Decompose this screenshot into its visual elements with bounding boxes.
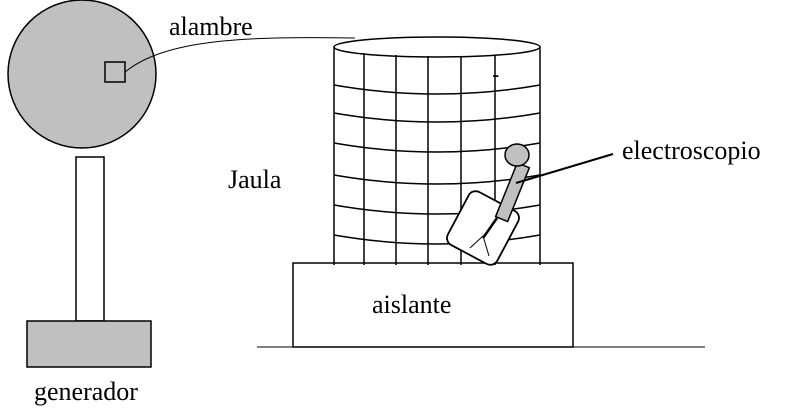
generator	[7, 0, 157, 368]
wire	[124, 37, 356, 73]
generator-column	[75, 156, 105, 322]
cage-top-rim	[333, 36, 541, 58]
electroscope-rod	[481, 217, 499, 239]
cage-ring	[333, 112, 541, 123]
cage-ring	[333, 84, 541, 95]
electroscope-leaf	[482, 235, 490, 257]
charge-sign: -	[492, 62, 499, 87]
insulator-label: aislante	[372, 290, 451, 319]
cage-ring	[333, 234, 541, 245]
wire-label: alambre	[169, 12, 253, 41]
electroscope-label: electroscopio	[622, 136, 761, 165]
cage-label: Jaula	[228, 165, 282, 194]
electroscope-knob	[504, 143, 530, 167]
generator-sphere	[7, 0, 157, 149]
electroscope-stem	[494, 161, 531, 223]
cage-ring	[333, 204, 541, 215]
electroscope	[446, 143, 614, 266]
electroscope-pointer	[515, 153, 614, 184]
electroscope-leaf	[469, 235, 484, 249]
generator-label: generador	[34, 377, 138, 406]
generator-base	[26, 320, 152, 368]
